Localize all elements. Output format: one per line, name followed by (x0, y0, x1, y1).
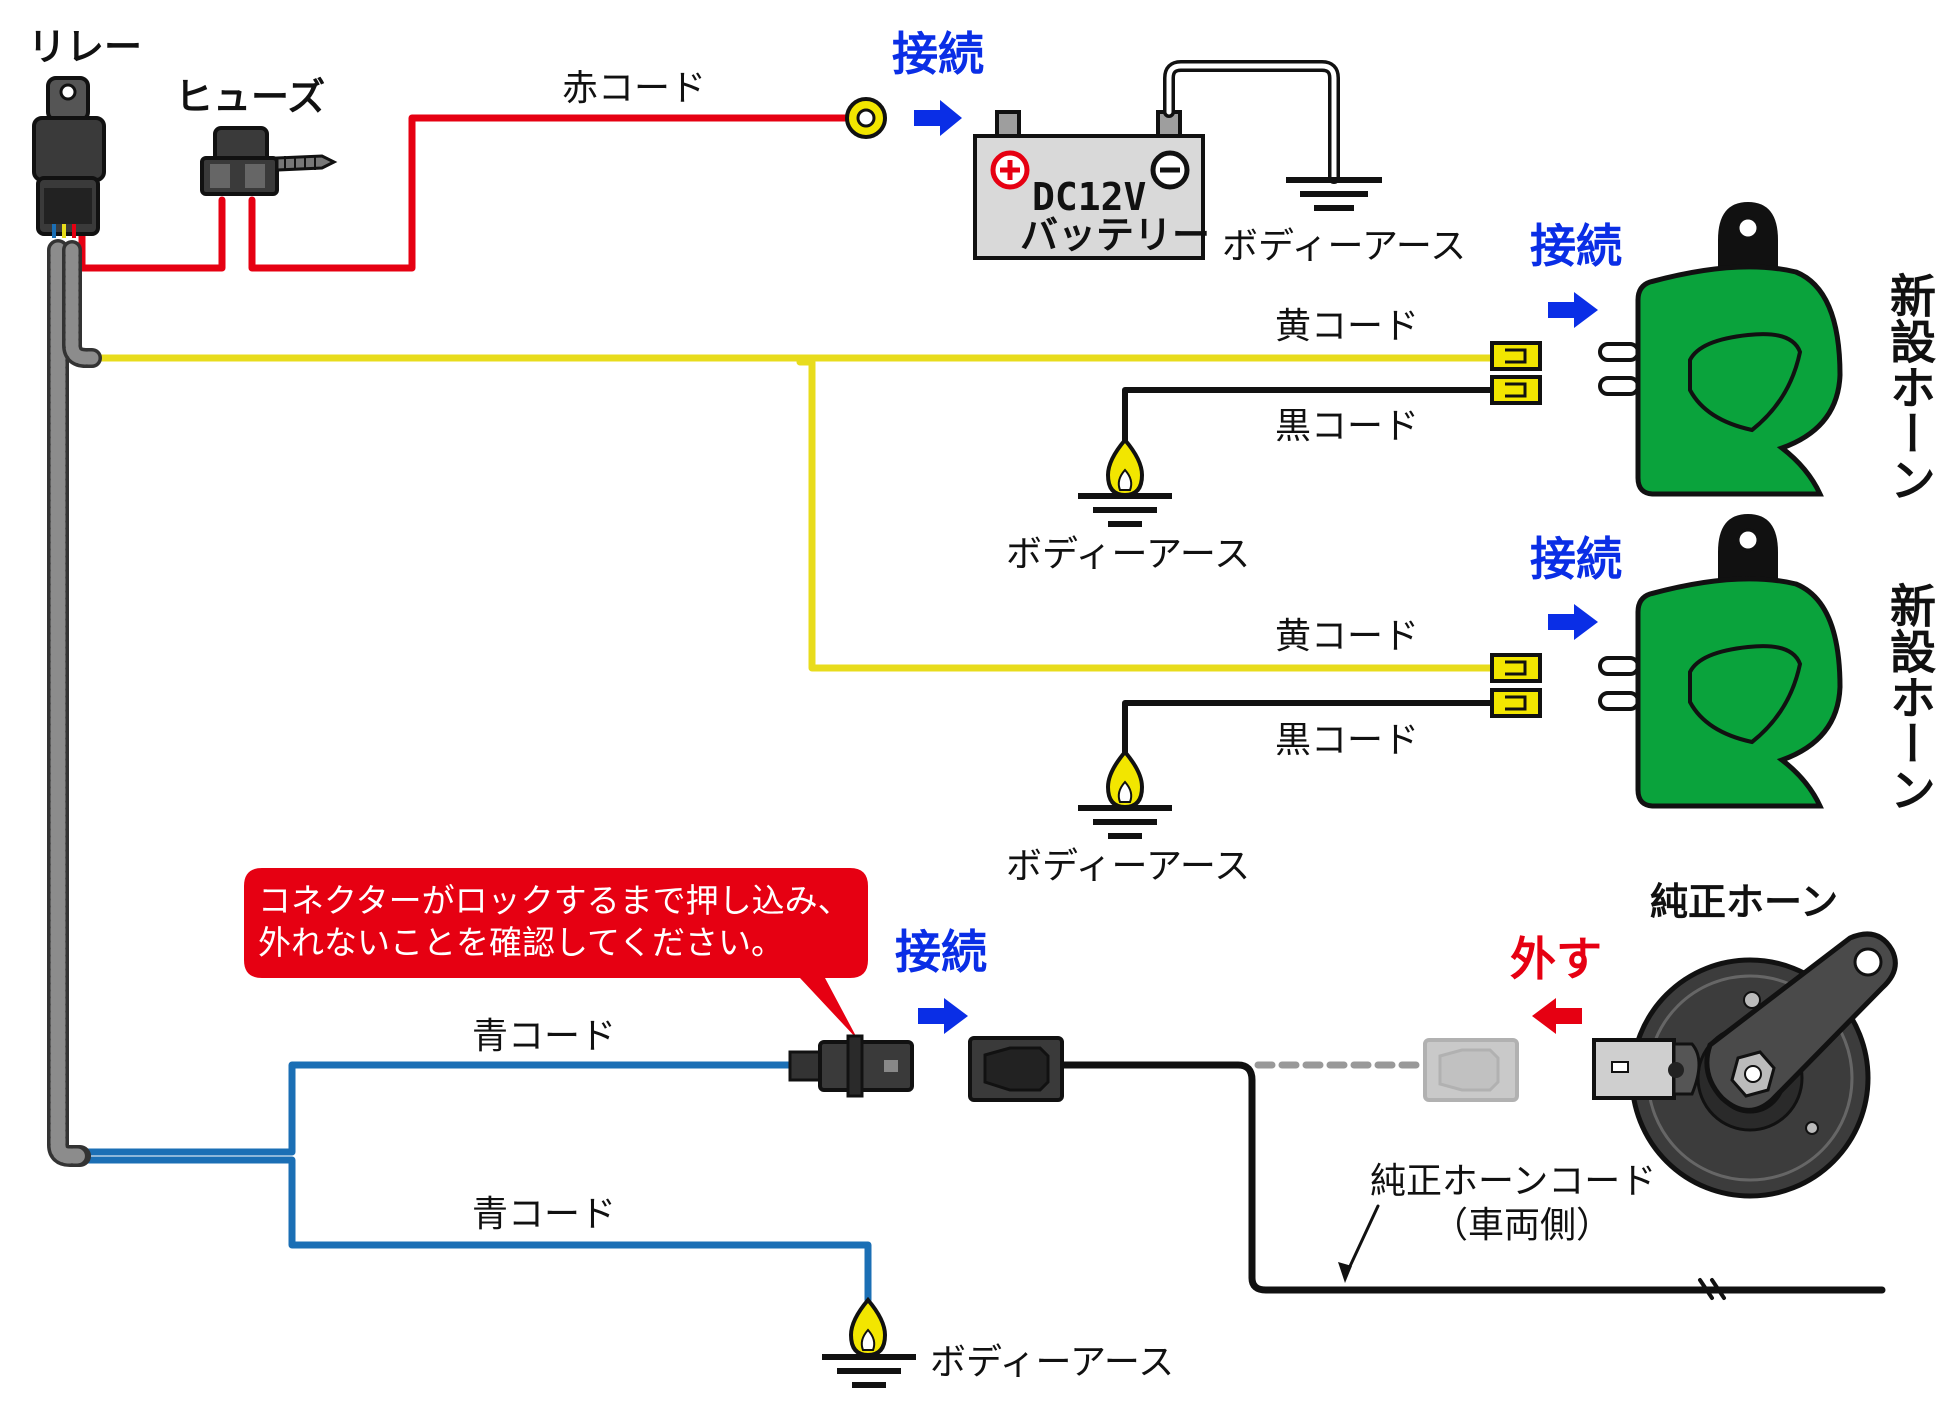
callout: コネクターがロックするまで押し込み、 外れないことを確認してください。 (244, 868, 868, 1040)
corrugated-tube-inner (50, 242, 88, 1164)
connect-label-1: 接続 (892, 27, 984, 81)
ground-symbol-battery (1286, 177, 1382, 211)
new-horn-1-label: 新設ホーン (1883, 272, 1937, 502)
ground-symbol-horn2 (1078, 805, 1172, 839)
spade-terminals-horn2 (1490, 653, 1542, 718)
connect-label-3: 接続 (1530, 532, 1622, 586)
connect-label-4: 接続 (895, 925, 987, 979)
red-wire-to-battery (248, 114, 856, 272)
battery: DC12V バッテリー (973, 110, 1210, 260)
wires (47, 114, 1886, 1304)
vehicle-side-label: （車両側） (1432, 1205, 1612, 1246)
new-horn-1 (1598, 202, 1843, 497)
body-earth-battery-label: ボディーアース (1222, 226, 1466, 267)
body-earth-horn2-label: ボディーアース (1006, 846, 1250, 887)
connect-arrow-3 (1548, 604, 1598, 640)
stock-horn-cord-pointer (1343, 1204, 1380, 1279)
ground-symbol-horn1 (1078, 493, 1172, 527)
body-earth-blue-label: ボディーアース (930, 1342, 1174, 1383)
stock-horn (1592, 931, 1898, 1199)
disconnected-connector-ghost (1423, 1038, 1519, 1102)
blue-cord-1-label: 青コード (472, 1016, 616, 1057)
female-connector (968, 1036, 1064, 1102)
spade-terminals-horn1 (1490, 341, 1542, 405)
stock-horn-cord-label: 純正ホーンコード (1370, 1161, 1656, 1202)
black-cord-1-label: 黒コード (1275, 406, 1419, 447)
corrugated-tube-branch-inner (65, 243, 99, 365)
connect-label-2: 接続 (1530, 219, 1622, 273)
remove-label: 外す (1510, 932, 1602, 986)
black-wire-horn2 (1122, 700, 1495, 755)
blue-wire-earth (76, 1156, 872, 1304)
ring-terminal (845, 97, 887, 139)
stock-horn-cord-break (1698, 1278, 1726, 1300)
callout-line1: コネクターがロックするまで押し込み、 (258, 881, 851, 920)
blue-wire-connector (76, 1061, 794, 1156)
black-cord-2-label: 黒コード (1275, 720, 1419, 761)
new-horn-2 (1598, 514, 1843, 809)
connect-arrow-2 (1548, 292, 1598, 328)
battery-name: バッテリー (1020, 213, 1210, 257)
male-connector (788, 1034, 914, 1098)
yellow-cord-2-label: 黄コード (1275, 616, 1419, 657)
connect-arrow-4 (918, 998, 968, 1034)
black-wire-horn1 (1122, 387, 1495, 443)
red-wire (78, 196, 226, 272)
battery-voltage: DC12V (1032, 175, 1146, 219)
new-horn-2-label: 新設ホーン (1883, 582, 1937, 812)
fuse: ヒューズ (175, 75, 338, 196)
ground-symbol-blue (822, 1354, 916, 1388)
body-earth-horn1-label: ボディーアース (1006, 534, 1250, 575)
stock-horn-cord-wire (1058, 1061, 1886, 1294)
yellow-cord-1-label: 黄コード (1275, 306, 1419, 347)
relay: リレー (28, 25, 142, 238)
red-cord-label: 赤コード (562, 68, 706, 109)
fuse-label: ヒューズ (175, 75, 325, 119)
relay-label: リレー (28, 25, 142, 69)
yellow-wire-horn2 (796, 358, 1496, 672)
eyelet-terminal-horn2 (1105, 748, 1145, 810)
connect-arrow-1 (914, 100, 962, 136)
remove-arrow (1532, 998, 1582, 1034)
eyelet-terminal-horn1 (1105, 436, 1145, 498)
blue-cord-2-label: 青コード (472, 1194, 616, 1235)
eyelet-terminal-blue (848, 1296, 888, 1358)
stock-horn-label: 純正ホーン (1650, 880, 1838, 924)
callout-line2: 外れないことを確認してください。 (258, 923, 784, 962)
